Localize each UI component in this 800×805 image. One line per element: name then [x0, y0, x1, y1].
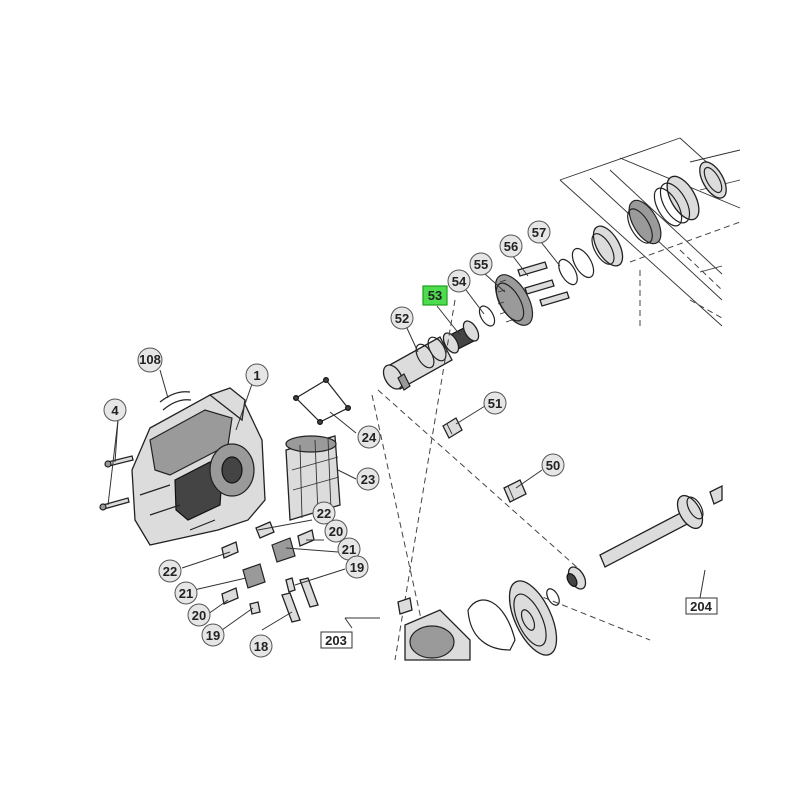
callout-label-51: 51 — [488, 396, 502, 411]
callout-52: 52 — [390, 306, 414, 330]
callout-label-1: 1 — [253, 368, 260, 383]
callout-label-54: 54 — [452, 274, 467, 289]
callout-21-upper: 21 — [337, 537, 361, 561]
callout-label-20-lower: 20 — [192, 608, 206, 623]
callout-label-23: 23 — [361, 472, 375, 487]
callout-label-53: 53 — [428, 288, 442, 303]
stator-part-23 — [285, 435, 341, 521]
callout-label-21-lower: 21 — [179, 586, 193, 601]
callout-20-lower: 20 — [187, 603, 211, 627]
bearing-part-53 — [442, 320, 480, 354]
callout-50: 50 — [541, 453, 565, 477]
callout-55: 55 — [469, 252, 493, 276]
washer-part-54 — [478, 305, 496, 327]
callout-label-4: 4 — [111, 403, 119, 418]
callout-label-56: 56 — [504, 239, 518, 254]
brush-parts — [221, 521, 319, 623]
callout-108: 108 — [137, 347, 163, 373]
frame-part-24 — [293, 377, 352, 426]
callout-label-57: 57 — [532, 225, 546, 240]
callout-19-lower: 19 — [201, 623, 225, 647]
callout-label-18: 18 — [254, 639, 268, 654]
callout-23: 23 — [356, 467, 380, 491]
callout-label-50: 50 — [546, 458, 560, 473]
callout-54: 54 — [447, 269, 471, 293]
callout-203: 203 — [320, 631, 353, 649]
callout-53-highlighted: 53 — [422, 285, 448, 306]
pulley-disc — [467, 580, 560, 656]
leader-lines — [107, 241, 706, 631]
shaft-part-204 — [566, 484, 723, 590]
callout-1: 1 — [245, 363, 269, 387]
lower-gearbox — [397, 597, 471, 661]
pins-part-56 — [517, 261, 570, 307]
callout-19-upper: 19 — [345, 555, 369, 579]
callout-4: 4 — [103, 398, 127, 422]
block-part-50 — [503, 479, 527, 503]
callout-label-55: 55 — [474, 257, 488, 272]
spindle-part-52 — [382, 336, 453, 391]
callout-label-21-upper: 21 — [342, 542, 356, 557]
callout-label-20-upper: 20 — [329, 524, 343, 539]
callout-label-204: 204 — [690, 599, 712, 614]
callout-label-19-upper: 19 — [350, 560, 364, 575]
callout-24: 24 — [357, 425, 381, 449]
callout-label-22-lower: 22 — [163, 564, 177, 579]
callout-label-19-lower: 19 — [206, 628, 220, 643]
gear-part-55 — [494, 274, 534, 326]
callout-21-lower: 21 — [174, 581, 198, 605]
gear-stack-top-right — [558, 161, 727, 286]
callout-51: 51 — [483, 391, 507, 415]
callout-label-22-upper: 22 — [317, 506, 331, 521]
clip-part-108 — [159, 391, 192, 411]
housing-part-1 — [131, 387, 266, 546]
clip-part-51 — [442, 417, 463, 439]
callout-20-upper: 20 — [324, 519, 348, 543]
callout-label-24: 24 — [362, 430, 377, 445]
callout-22-upper: 22 — [312, 501, 336, 525]
callout-204: 204 — [685, 597, 718, 615]
callout-57: 57 — [527, 220, 551, 244]
callout-22-lower: 22 — [158, 559, 182, 583]
callout-56: 56 — [499, 234, 523, 258]
callout-label-108: 108 — [139, 352, 161, 367]
callout-label-203: 203 — [325, 633, 347, 648]
callout-label-52: 52 — [395, 311, 409, 326]
callout-18: 18 — [249, 634, 273, 658]
screws-part-4 — [99, 455, 134, 511]
